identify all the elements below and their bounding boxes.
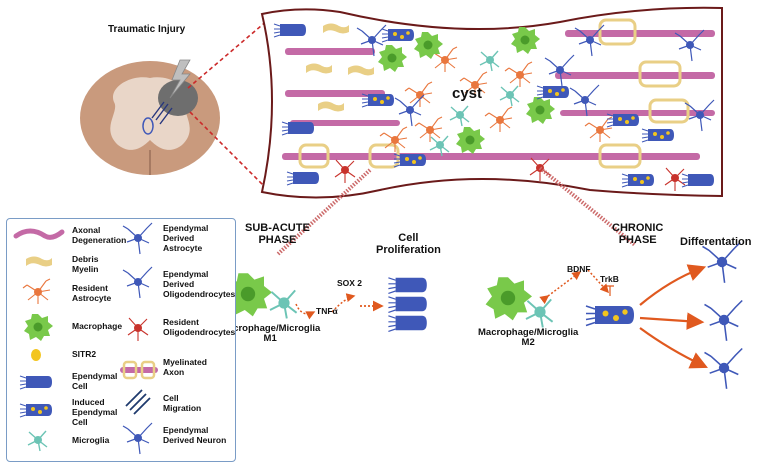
legend-label-axonal-degeneration: Axonal Degeneration <box>72 225 127 245</box>
m2-label: Macrophage/Microglia M2 <box>478 327 579 349</box>
legend-label-resident-astrocyte: Resident Astrocyte <box>72 283 112 303</box>
chronic-phase-label: CHRONIC PHASE <box>612 222 664 247</box>
legend-label-ependymal-derived-astrocyte: Ependymal Derived Astrocyte <box>163 223 209 253</box>
legend-label-resident-oligodendrocytes: Resident Oligodendrocytes <box>163 317 236 337</box>
differentiation-label: Differentation <box>680 236 752 248</box>
resident-astrocyte-icon <box>22 278 51 305</box>
cell-migration-icon <box>125 389 151 415</box>
microglia-icon <box>27 430 48 452</box>
ependymal-derived-neuron-icon <box>122 422 153 455</box>
legend-label-microglia: Microglia <box>72 435 110 445</box>
induced-ependymal-cell-icon <box>19 403 53 418</box>
legend-label-induced-ependymal-cell: Induced Ependymal Cell <box>72 397 118 427</box>
legend-label-ependymal-derived-neuron: Ependymal Derived Neuron <box>163 425 227 445</box>
resident-oligodendrocyte-icon <box>127 317 149 342</box>
trkb-label: TrkB <box>600 274 619 284</box>
legend-label-cell-migration: Cell Migration <box>163 393 202 413</box>
m1-label: Macrophage/Microglia M1 <box>220 323 321 345</box>
legend-label-debris-myelin: Debris Myelin <box>72 254 99 274</box>
legend-label-ependymal-cell: Ependymal Cell <box>72 371 118 391</box>
legend-label-myelinated-axon: Myelinated Axon <box>163 357 207 377</box>
ependymal-cell-icon <box>19 375 53 390</box>
cyst-label: cyst <box>452 85 483 102</box>
legend <box>6 218 236 462</box>
traumatic-injury-label: Traumatic Injury <box>108 24 186 35</box>
lesion-panel <box>260 6 723 199</box>
sitr2-icon <box>31 349 41 361</box>
axonal-degeneration-icon <box>13 228 65 240</box>
cell-proliferation-label: Cell Proliferation <box>376 232 441 257</box>
legend-label-macrophage: Macrophage <box>72 321 123 331</box>
legend-label-ependymal-derived-oligodendrocytes: Ependymal Derived Oligodendrocytes <box>163 269 236 299</box>
bdnf-label: BDNF <box>567 264 591 274</box>
debris-myelin-icon <box>26 256 52 267</box>
macrophage-icon <box>24 314 53 341</box>
spinal-cord-section <box>80 59 220 175</box>
m2-pathway <box>485 241 743 390</box>
ependymal-derived-oligodendrocyte-icon <box>122 266 153 299</box>
subacute-phase-label: SUB-ACUTE PHASE <box>245 222 310 247</box>
ependymal-derived-astrocyte-icon <box>122 222 153 255</box>
sox2-label: SOX 2 <box>337 278 363 288</box>
myelinated-axon-icon <box>120 360 158 380</box>
m1-pathway <box>225 273 428 332</box>
legend-label-sitr2: SITR2 <box>72 349 97 359</box>
tnf-label: TNFα <box>316 306 338 316</box>
